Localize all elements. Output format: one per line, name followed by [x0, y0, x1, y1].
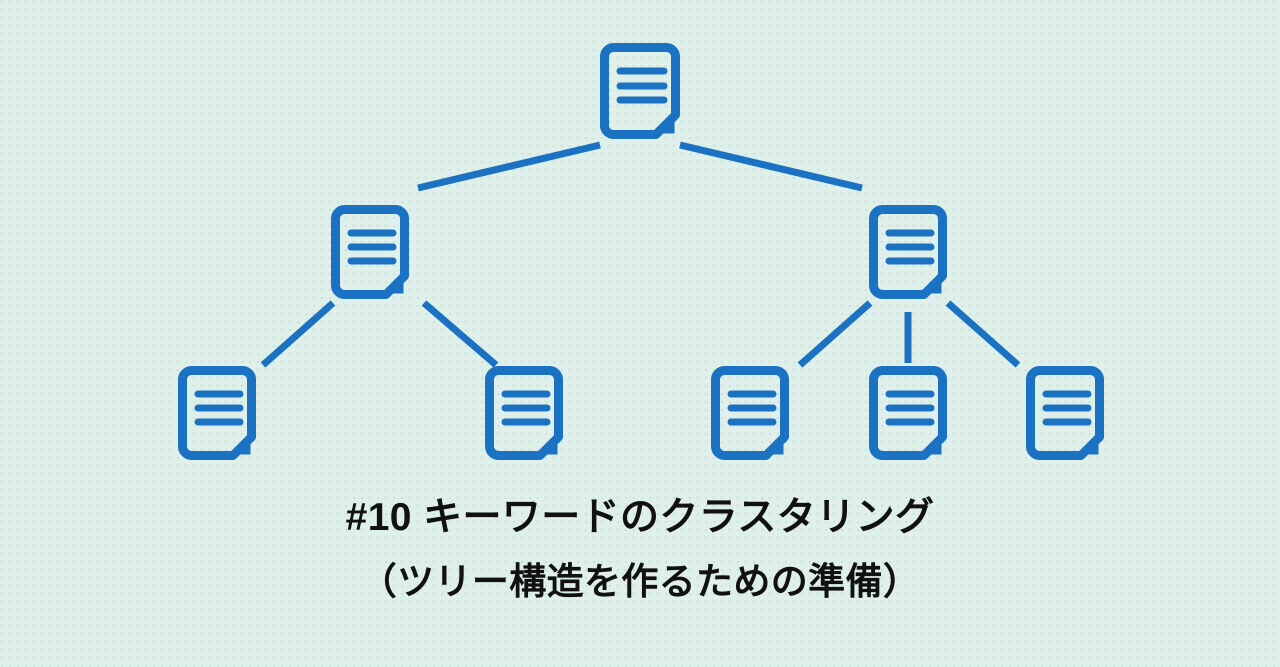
tree-node-leaf-3 — [711, 366, 789, 460]
document-page-outline — [1026, 366, 1104, 460]
document-folded-corner — [537, 434, 558, 455]
caption-block: #10 キーワードのクラスタリング （ツリー構造を作るための準備） — [0, 492, 1280, 608]
tree-connector-line — [260, 300, 336, 368]
tree-connector-line — [421, 300, 499, 368]
tree-connector-line — [679, 141, 863, 192]
document-icon — [711, 366, 789, 460]
document-page-outline — [869, 366, 947, 460]
tree-node-mid-right — [869, 205, 947, 299]
document-icon — [600, 43, 680, 139]
document-page-outline — [711, 366, 789, 460]
document-folded-corner — [921, 434, 942, 455]
document-page-outline — [600, 43, 680, 139]
tree-node-leaf-2 — [485, 366, 563, 460]
caption-title-secondary: （ツリー構造を作るための準備） — [359, 561, 921, 602]
document-icon — [1026, 366, 1104, 460]
document-icon — [485, 366, 563, 460]
tree-node-leaf-4 — [869, 366, 947, 460]
document-folded-corner — [1078, 434, 1099, 455]
tree-node-leaf-5 — [1026, 366, 1104, 460]
document-icon — [869, 205, 947, 299]
tree-node-leaf-1 — [178, 366, 256, 460]
tree-connector-line — [417, 141, 601, 192]
document-page-outline — [869, 205, 947, 299]
document-page-outline — [485, 366, 563, 460]
document-page-outline — [331, 205, 409, 299]
document-folded-corner — [383, 273, 404, 294]
document-folded-corner — [230, 434, 251, 455]
node-layer — [178, 43, 1104, 460]
caption-title-primary: #10 キーワードのクラスタリング — [345, 496, 935, 539]
document-folded-corner — [653, 112, 675, 134]
edge-layer — [260, 141, 1021, 368]
tree-connector-line — [797, 300, 873, 368]
tree-node-root — [600, 43, 680, 139]
document-folded-corner — [763, 434, 784, 455]
document-icon — [869, 366, 947, 460]
document-folded-corner — [921, 273, 942, 294]
document-icon — [178, 366, 256, 460]
document-icon — [331, 205, 409, 299]
document-page-outline — [178, 366, 256, 460]
tree-connector-line — [945, 300, 1021, 368]
tree-node-mid-left — [331, 205, 409, 299]
